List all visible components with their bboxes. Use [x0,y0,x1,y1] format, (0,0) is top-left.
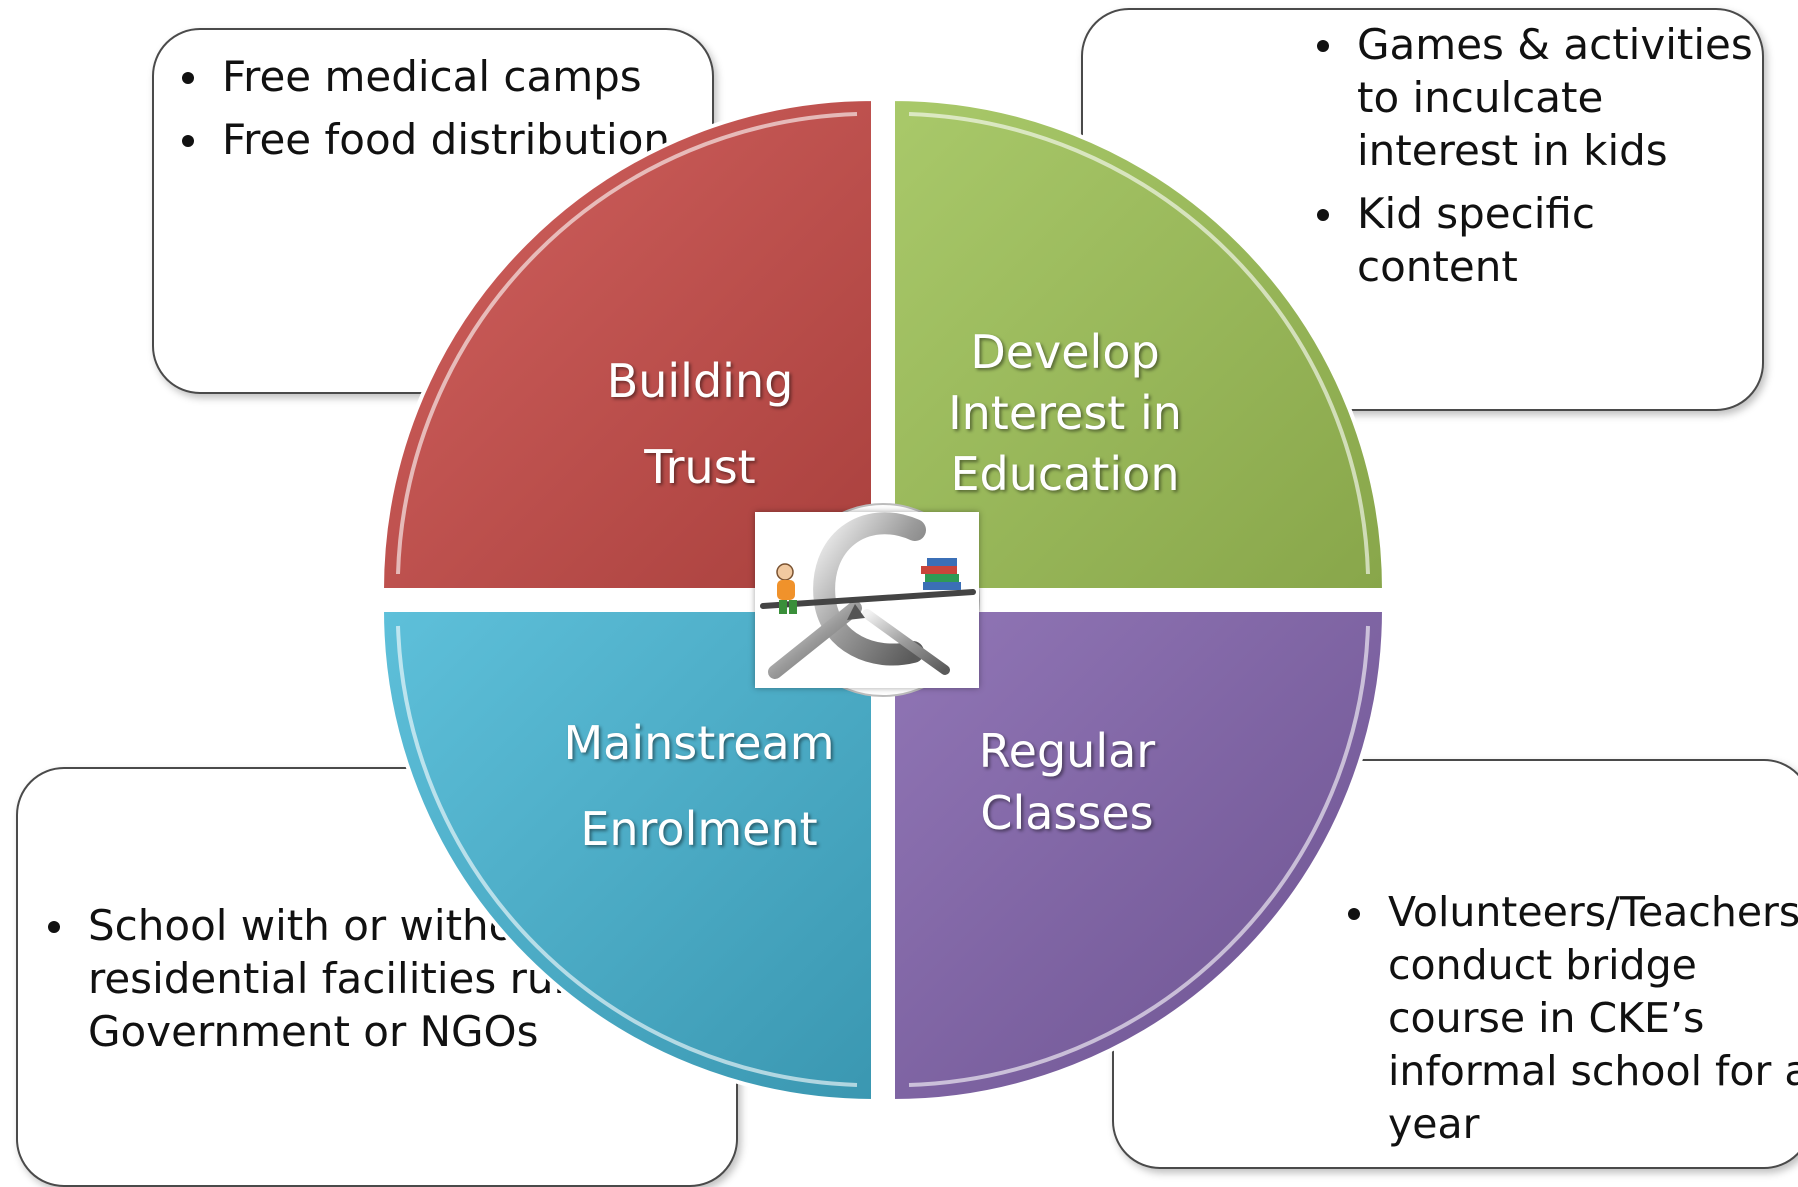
bullet-kid-content: Kid specific content [1313,187,1762,293]
quadrant-label-develop-interest: Develop Interest in Education [948,325,1182,501]
quadrant-top-right [891,96,1387,592]
logo [755,512,979,688]
quadrant-label-mainstream-enrolment: Mainstream Enrolment [563,716,835,856]
bullet-games-activities: Games & activities to inculcate interest… [1313,18,1762,177]
quadrant-top-left [379,96,875,592]
quadrant-label-building-trust: Building Trust [606,354,794,494]
bullet-medical-camps: Free medical camps [178,50,712,103]
bullet-food-distribution: Free food distribution [178,113,712,166]
quadrant-bottom-left [379,608,875,1104]
cke-logo-icon [760,512,976,679]
quadrant-label-regular-classes: Regular Classes [978,724,1156,840]
quadrant-bottom-right [891,608,1387,1104]
bullet-bridge-course: Volunteers/Teachers conduct bridge cours… [1344,886,1798,1151]
